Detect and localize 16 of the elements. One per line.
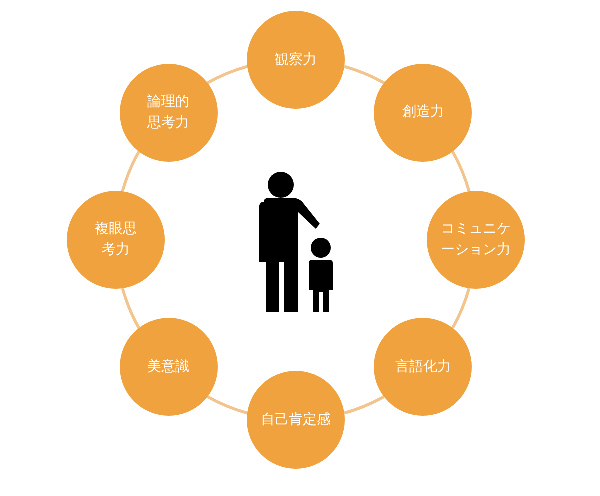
ring-line <box>452 288 471 329</box>
ring-line <box>452 151 471 192</box>
skill-label: 複眼思考力 <box>94 220 138 260</box>
skill-label: 言語化力 <box>395 358 452 377</box>
skill-label: 美意識 <box>148 358 190 377</box>
ring-line <box>344 65 385 84</box>
skill-label: 自己肯定感 <box>261 410 331 430</box>
skill-label: 論理的思考力 <box>146 92 191 133</box>
skill-label: 創造力 <box>402 103 444 122</box>
ring-line <box>344 396 385 415</box>
skill-label: コミュニケーション力 <box>440 220 512 260</box>
ring-line <box>207 65 248 84</box>
ring-line <box>121 151 140 192</box>
ring-line <box>121 288 140 329</box>
skill-label: 観察力 <box>275 50 317 70</box>
ring-line <box>207 396 248 415</box>
